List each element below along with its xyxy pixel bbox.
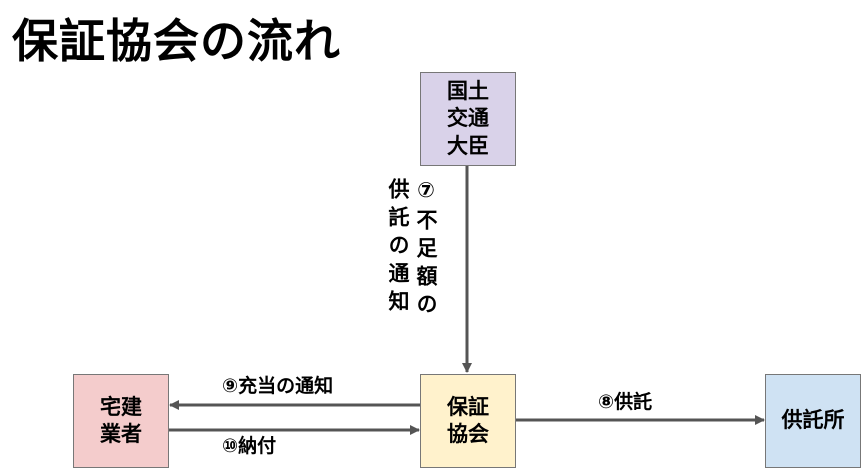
node-minister: 国土 交通 大臣 — [420, 72, 516, 166]
label-deposit: ⑧供託 — [598, 391, 653, 413]
label-appropriation-notice: ⑨充当の通知 — [222, 375, 334, 397]
page-title: 保証協会の流れ — [12, 14, 341, 68]
node-depository: 供託所 — [765, 374, 861, 468]
label-payment: ⑩納付 — [222, 435, 277, 457]
label-shortfall-deposit-notice: ⑦不足額の供託の通知 — [386, 178, 438, 321]
node-dealer: 宅建 業者 — [73, 374, 169, 468]
node-association: 保証 協会 — [420, 374, 516, 468]
